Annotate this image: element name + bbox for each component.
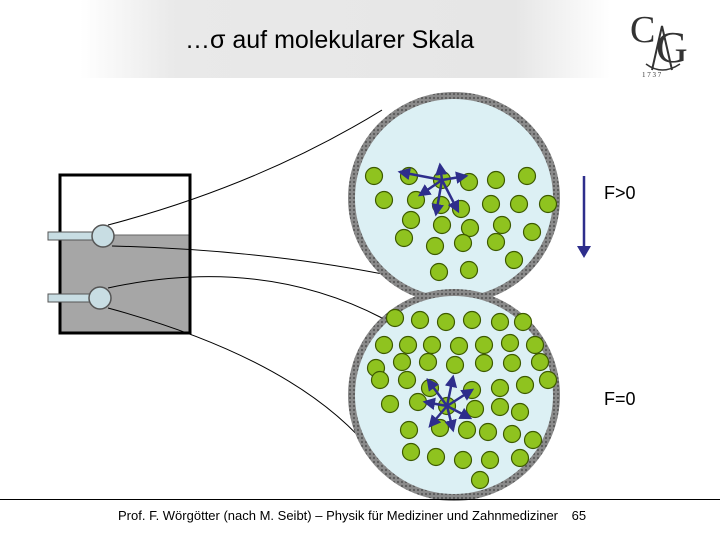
molecule [449, 336, 469, 356]
probe-upper [47, 224, 115, 248]
molecule [453, 233, 473, 253]
molecule [504, 250, 524, 270]
force-arrow [422, 397, 448, 410]
slide-title: …σ auf molekularer Skala [185, 26, 475, 54]
liquid [60, 235, 190, 332]
label-f-greater-zero: F>0 [604, 183, 636, 203]
molecule [470, 470, 490, 490]
molecule [486, 232, 506, 252]
molecule [397, 370, 417, 390]
molecule [474, 335, 494, 355]
bubble-upper [348, 92, 560, 304]
molecule [401, 210, 421, 230]
molecule [502, 353, 522, 373]
molecule [538, 194, 558, 214]
footer: Prof. F. Wörgötter (nach M. Seibt) – Phy… [118, 508, 586, 523]
molecule [370, 370, 390, 390]
force-arrow [426, 377, 449, 407]
molecule [418, 352, 438, 372]
molecule [462, 310, 482, 330]
molecule [431, 195, 451, 215]
molecules-lower [366, 308, 558, 490]
container-vessel [58, 173, 192, 335]
force-arrow-down [577, 176, 591, 258]
molecule [385, 308, 405, 328]
molecule [410, 310, 430, 330]
molecule [490, 397, 510, 417]
force-arrows-upper [397, 162, 469, 217]
molecule [374, 190, 394, 210]
force-arrow [428, 405, 448, 428]
molecule [509, 194, 529, 214]
molecule [445, 355, 465, 375]
molecule [517, 166, 537, 186]
molecule [429, 262, 449, 282]
molecule [538, 370, 558, 390]
molecule [436, 312, 456, 332]
logo-year: 1 7 3 7 [642, 71, 662, 79]
bubble-lower [348, 289, 560, 501]
label-f-equal-zero: F=0 [604, 389, 636, 409]
molecule [513, 312, 533, 332]
force-arrow [444, 405, 457, 433]
molecule [425, 236, 445, 256]
molecule [459, 260, 479, 280]
page-number: 65 [571, 508, 587, 523]
molecule [364, 166, 384, 186]
molecule [486, 170, 506, 190]
force-arrow [397, 167, 443, 182]
logo-letter-c: C [630, 9, 655, 51]
molecule [500, 333, 520, 353]
molecule [502, 424, 522, 444]
molecule [530, 352, 550, 372]
molecule [522, 222, 542, 242]
molecule [453, 450, 473, 470]
molecule [392, 352, 412, 372]
footer-divider [0, 499, 720, 500]
molecule [432, 215, 452, 235]
molecule [465, 399, 485, 419]
molecule [374, 335, 394, 355]
force-arrow [444, 374, 458, 407]
molecule [394, 228, 414, 248]
molecule [515, 375, 535, 395]
molecule [401, 442, 421, 462]
molecule [457, 420, 477, 440]
molecule [474, 353, 494, 373]
force-arrow [446, 388, 475, 408]
zoom-lines [107, 109, 403, 456]
university-logo: C G 1 7 3 7 [630, 9, 688, 79]
molecule [510, 402, 530, 422]
molecule [480, 450, 500, 470]
title-band [80, 0, 610, 78]
molecule [523, 430, 543, 450]
force-arrow [441, 171, 469, 184]
force-arrow [440, 179, 460, 214]
molecule [408, 392, 428, 412]
molecule [460, 218, 480, 238]
force-arrow [431, 179, 444, 217]
vessel-outline [58, 173, 192, 335]
molecule [525, 335, 545, 355]
force-arrow [435, 162, 448, 181]
force-arrow [446, 404, 473, 420]
force-arrows-lower [422, 374, 475, 433]
footer-text: Prof. F. Wörgötter (nach M. Seibt) – Phy… [118, 508, 559, 523]
probe-lower [47, 286, 112, 310]
molecule [481, 194, 501, 214]
molecule [422, 335, 442, 355]
molecule [426, 447, 446, 467]
molecule [490, 312, 510, 332]
molecule [380, 394, 400, 414]
molecule [399, 420, 419, 440]
molecule [492, 215, 512, 235]
molecule [478, 422, 498, 442]
molecule [490, 378, 510, 398]
force-arrow [417, 178, 443, 197]
molecule [398, 335, 418, 355]
molecule [510, 448, 530, 468]
